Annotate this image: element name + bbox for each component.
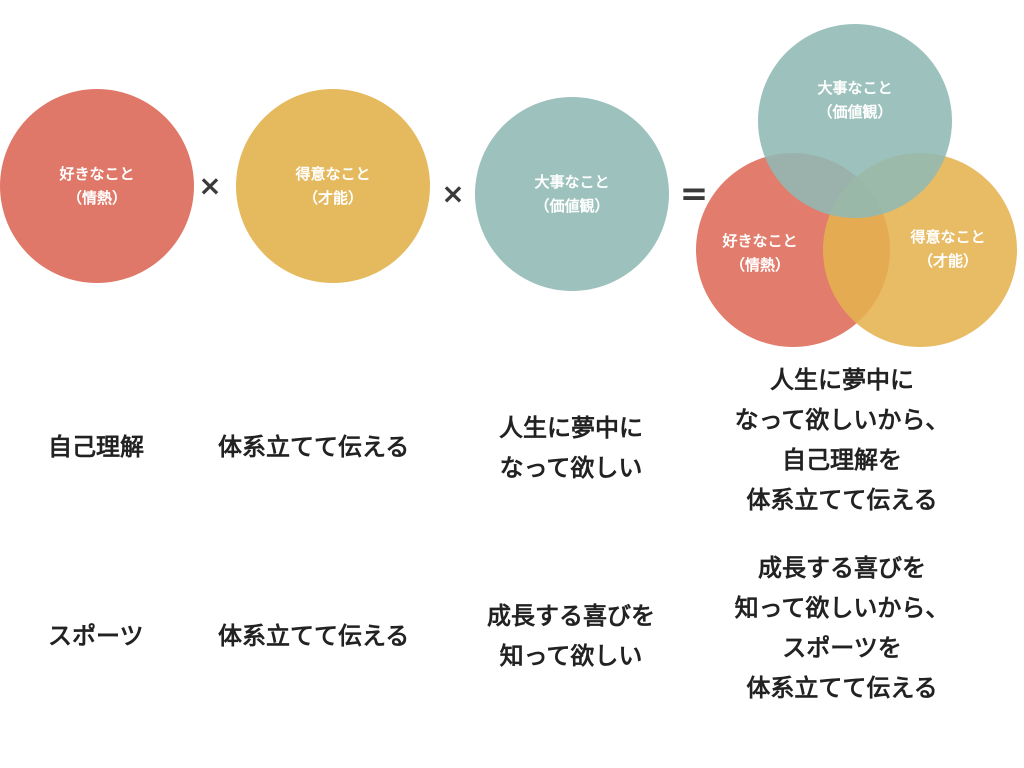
venn-good-sub: （才能）: [917, 252, 978, 270]
row1-result-line4: 体系立てて伝える: [746, 486, 938, 514]
circle-value-title: 大事なこと: [534, 173, 610, 191]
row1-result: 人生に夢中に なって欲しいから、 自己理解を 体系立てて伝える: [714, 360, 970, 520]
circle-like-title: 好きなこと: [59, 165, 135, 183]
circle-good-sub: （才能）: [302, 189, 363, 207]
venn-value-title: 大事なこと: [817, 79, 893, 97]
row1-result-line3: 自己理解を: [782, 446, 902, 474]
circle-good: 得意なこと （才能）: [236, 89, 430, 283]
row1-result-line1: 人生に夢中に: [770, 366, 914, 394]
equals-operator: =: [679, 174, 709, 214]
row1-passion: 自己理解: [48, 433, 144, 461]
venn-good-title: 得意なこと: [910, 228, 986, 246]
circle-like: 好きなこと （情熱）: [0, 89, 194, 283]
venn-like-title: 好きなこと: [722, 232, 798, 250]
row2-result-line1: 成長する喜びを: [758, 554, 926, 582]
row2-result-line2: 知って欲しいから、: [734, 594, 950, 622]
venn-value-sub: （価値観）: [817, 103, 893, 121]
venn-like-sub: （情熱）: [729, 256, 790, 274]
times-operator-1: ×: [198, 169, 222, 202]
venn-label-good: 得意なこと （才能）: [884, 225, 1012, 273]
row2-result: 成長する喜びを 知って欲しいから、 スポーツを 体系立てて伝える: [714, 548, 970, 708]
times-operator-2: ×: [441, 177, 465, 210]
circle-value: 大事なこと （価値観）: [475, 97, 669, 291]
row1-talent: 体系立てて伝える: [218, 433, 410, 461]
row2-result-line4: 体系立てて伝える: [746, 674, 938, 702]
row2-values-line1: 成長する喜びを: [487, 602, 655, 630]
circle-good-title: 得意なこと: [295, 165, 371, 183]
circle-like-sub: （情熱）: [66, 189, 127, 207]
row2-values-line2: 知って欲しい: [499, 642, 643, 670]
row1-result-line2: なって欲しいから、: [734, 406, 950, 434]
row1-values: 人生に夢中に なって欲しい: [471, 408, 671, 488]
row2-values: 成長する喜びを 知って欲しい: [466, 596, 676, 676]
venn-label-value: 大事なこと （価値観）: [791, 76, 919, 124]
row2-passion: スポーツ: [48, 622, 144, 650]
row2-talent: 体系立てて伝える: [218, 622, 410, 650]
row2-result-line3: スポーツを: [782, 634, 902, 662]
row1-values-line1: 人生に夢中に: [499, 414, 643, 442]
venn-label-like: 好きなこと （情熱）: [696, 229, 824, 277]
circle-value-sub: （価値観）: [534, 197, 610, 215]
venn-circle-value: [758, 24, 952, 218]
venn-diagram: 大事なこと （価値観） 好きなこと （情熱） 得意なこと （才能）: [696, 24, 1024, 348]
row1-values-line2: なって欲しい: [499, 454, 643, 482]
